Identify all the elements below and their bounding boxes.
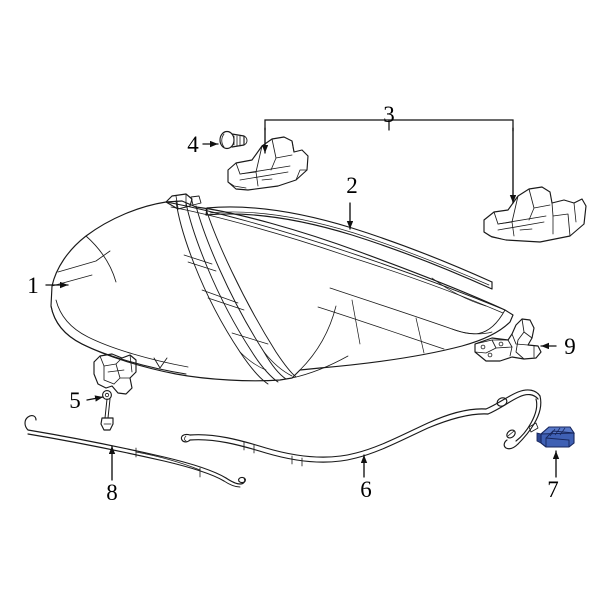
leader-5 [86,395,104,402]
part-hood-release-cable[interactable] [180,389,542,467]
callout-label-6: 6 [360,477,372,502]
callout-label-5: 5 [69,388,81,413]
part-hood-panel[interactable] [50,193,514,385]
part-cable-retainer-clip[interactable] [536,426,575,448]
part-hood-latch[interactable] [93,353,137,431]
leader-3 [261,119,517,204]
callout-label-8: 8 [106,480,118,505]
callout-label-2: 2 [346,173,358,198]
part-hood-prop-rod[interactable] [24,415,246,488]
callout-label-7: 7 [547,477,559,502]
part-hood-hinge-left[interactable] [227,136,309,191]
callout-label-4: 4 [187,132,199,157]
callout-label-1: 1 [27,273,39,298]
part-hood-bumper-bracket[interactable] [474,318,542,362]
part-hinge-screw[interactable] [219,130,248,150]
callout-labels: 1 2 3 4 5 6 7 8 9 [27,102,576,505]
callout-label-9: 9 [564,334,576,359]
part-hood-hinge-right[interactable] [483,186,587,243]
callout-label-3: 3 [383,102,395,127]
